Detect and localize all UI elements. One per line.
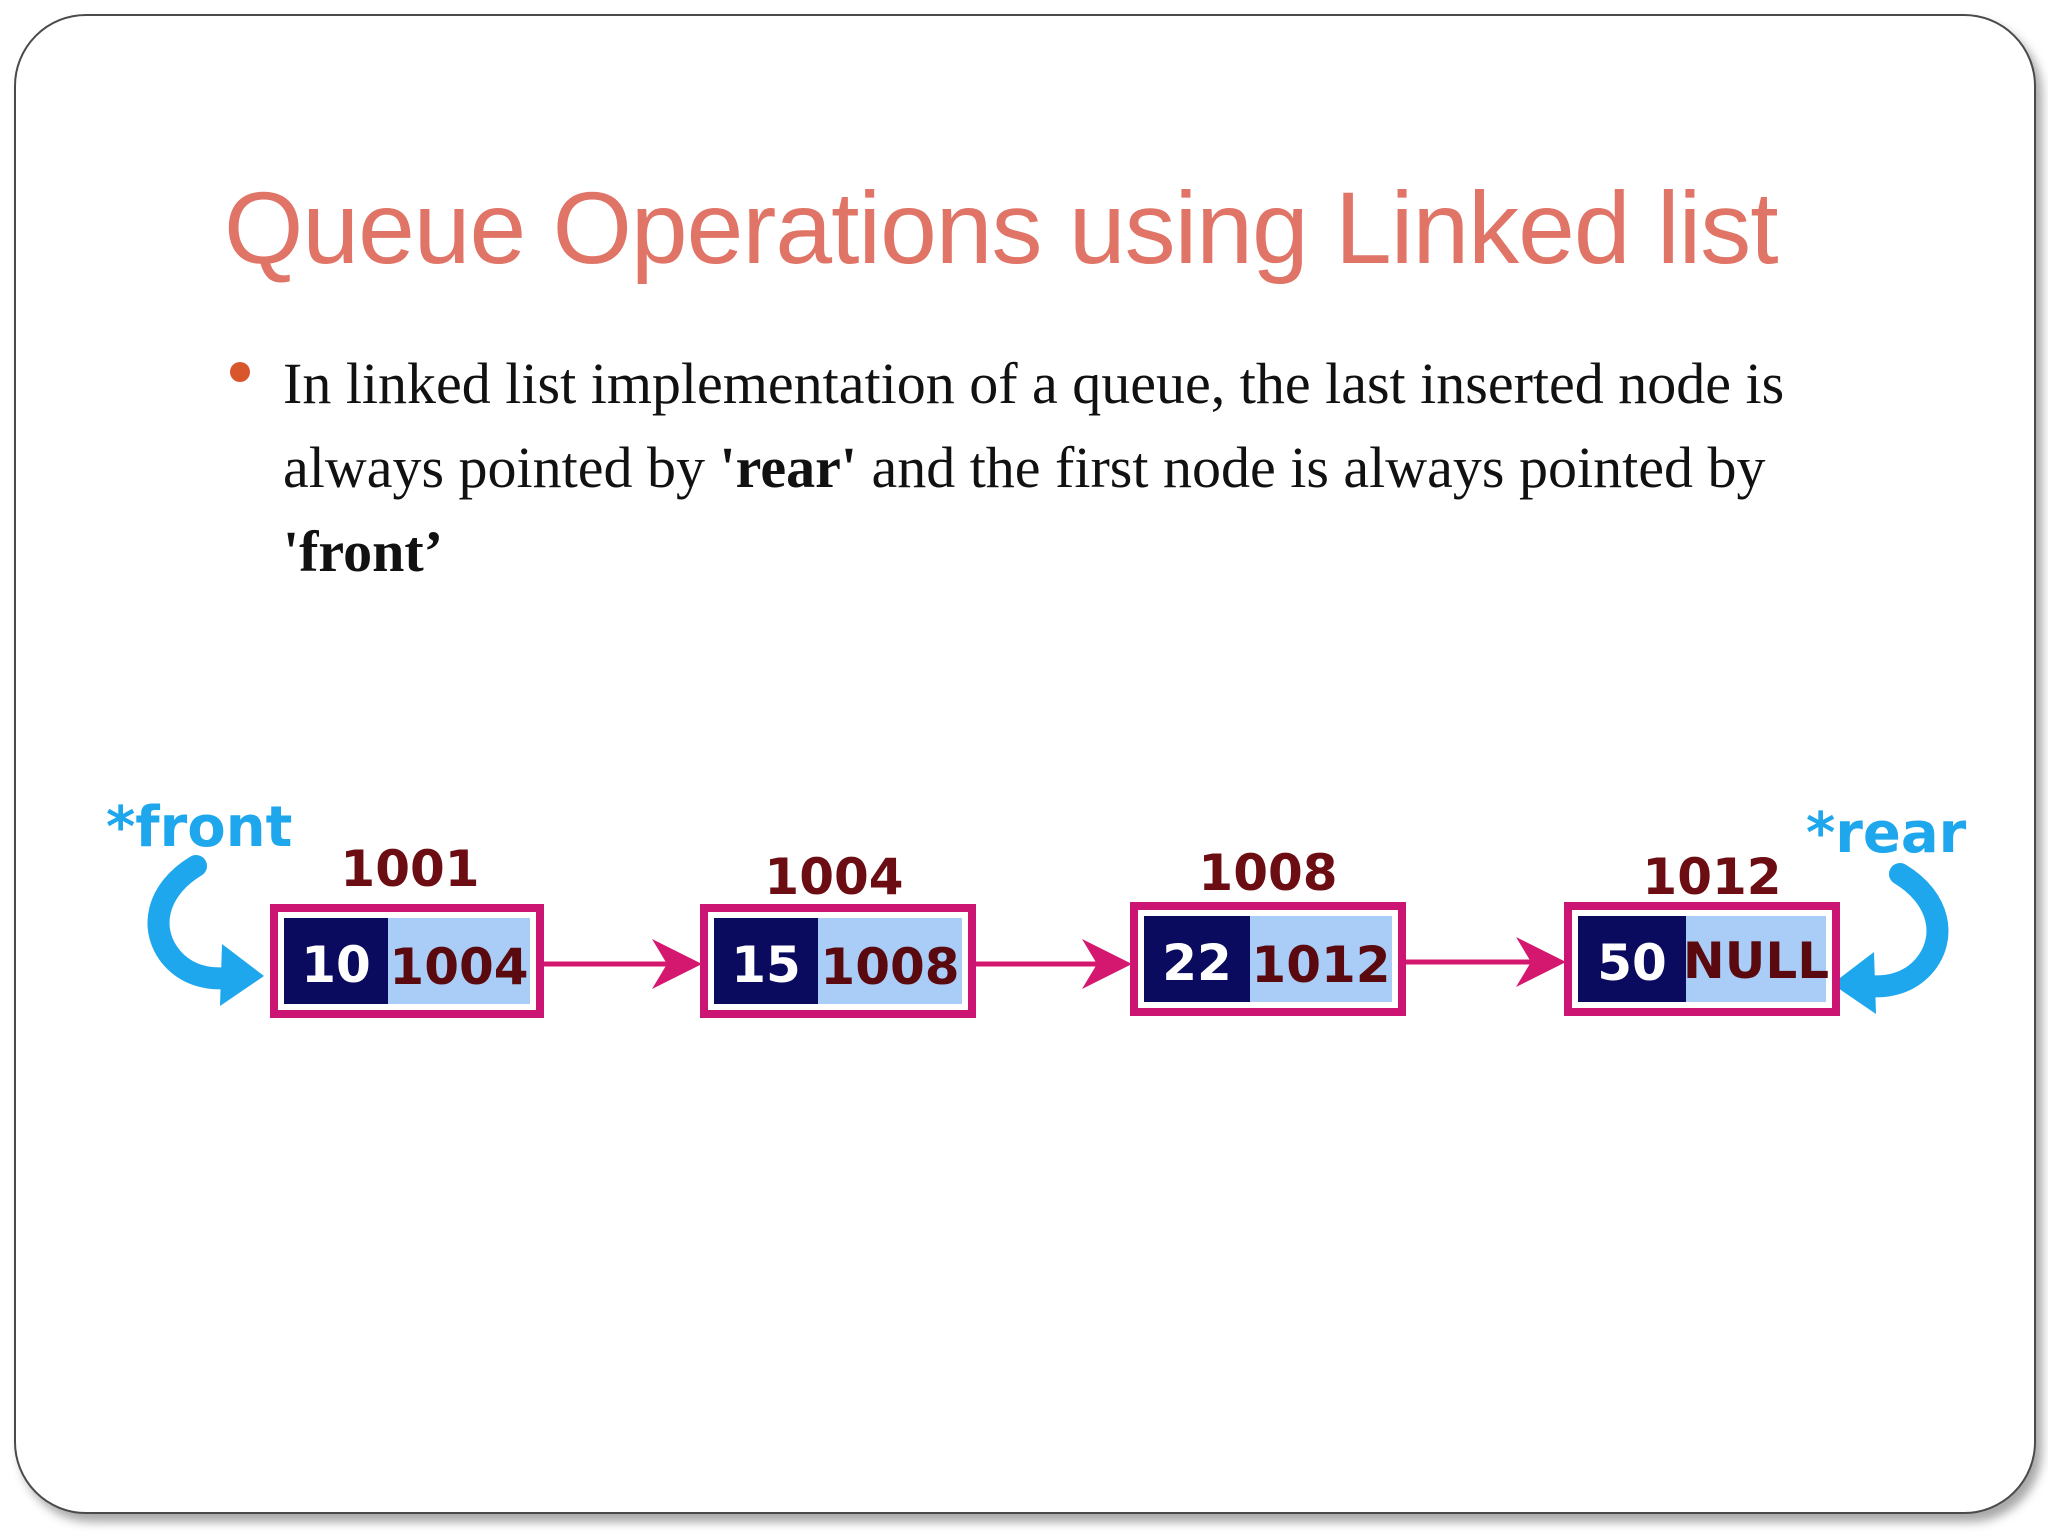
next-cell — [388, 918, 530, 1004]
bullet-keyword-front: 'front’ — [283, 519, 444, 584]
slide-title: Queue Operations using Linked list — [224, 171, 1779, 285]
list-node: 1001 10 1004 — [270, 840, 544, 1018]
node-next: NULL — [1683, 932, 1829, 990]
node-data: 22 — [1162, 934, 1232, 992]
bullet-text-part-2: and the first node is always pointed by — [856, 435, 1766, 500]
data-cell — [1578, 916, 1686, 1002]
node-address: 1008 — [1198, 844, 1337, 902]
rear-pointer-arrow-icon — [1832, 863, 1949, 1014]
next-cell — [1250, 916, 1392, 1002]
node-data: 10 — [301, 936, 371, 994]
bullet-text-part-1: In linked list implementation of a queue… — [283, 351, 1785, 500]
rear-pointer-label: *rear — [1806, 801, 1967, 866]
next-cell — [1686, 916, 1826, 1002]
list-node: 1004 15 1008 — [700, 848, 976, 1018]
node-next: 1004 — [389, 938, 528, 996]
node-next: 1012 — [1251, 936, 1390, 994]
node-address: 1012 — [1642, 848, 1781, 906]
node-data: 50 — [1597, 934, 1667, 992]
list-node: 1008 22 1012 — [1130, 844, 1406, 1016]
data-cell — [284, 918, 388, 1004]
node-next: 1008 — [820, 938, 959, 996]
list-node: 1012 50 NULL — [1564, 848, 1840, 1016]
data-cell — [714, 918, 818, 1004]
slide-frame — [14, 14, 2036, 1514]
data-cell — [1144, 916, 1250, 1002]
bullet-keyword-rear: 'rear' — [719, 435, 857, 500]
node-address: 1001 — [340, 840, 479, 898]
node-address: 1004 — [764, 848, 903, 906]
next-cell — [818, 918, 962, 1004]
node-data: 15 — [731, 936, 801, 994]
bullet-text: In linked list implementation of a queue… — [283, 342, 1923, 594]
front-pointer-label: *front — [106, 795, 292, 860]
bullet-dot — [230, 362, 250, 382]
front-pointer-arrow-icon — [147, 855, 264, 1006]
